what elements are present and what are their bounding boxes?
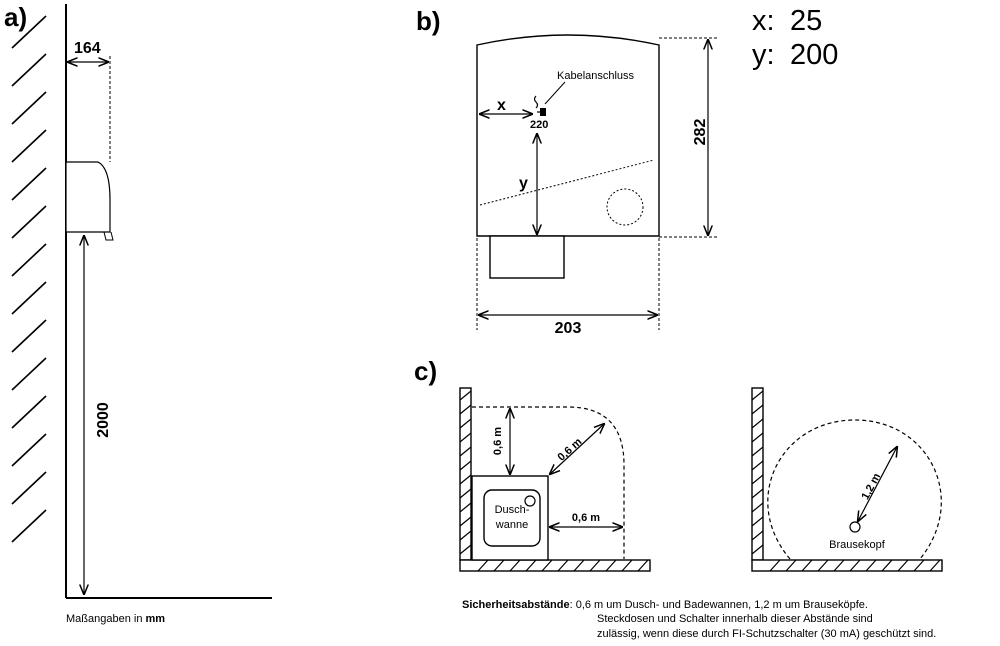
corner-wall-right (751, 387, 764, 561)
notes-line3: zulässig, wenn diese durch FI-Schutzscha… (597, 628, 936, 640)
dim-diag-arrow (550, 424, 604, 474)
safety-notes: Sicherheitsabstände: 0,6 m um Dusch- und… (462, 599, 936, 640)
dim-side-label: 0,6 m (572, 512, 600, 524)
mount-height-dim-label: 2000 (95, 402, 112, 438)
panel-c-label: c) (414, 356, 437, 386)
y-readout-label: y: (752, 39, 775, 71)
wall-hatch (11, 15, 47, 543)
safety-zone-06 (472, 406, 625, 559)
heater-front-view (476, 34, 660, 237)
units-note: Maßangaben in mm (66, 613, 165, 625)
dim-top-label: 0,6 m (492, 427, 504, 455)
dim-shower-arrow (858, 447, 897, 521)
shower-head-label: Brausekopf (829, 539, 886, 551)
notes-line1: Sicherheitsabstände: 0,6 m um Dusch- und… (462, 599, 868, 611)
tray-label-line1: Dusch- (495, 504, 530, 516)
cable-connection-label: Kabelanschluss (557, 70, 635, 82)
plug-icon (533, 95, 546, 116)
tray-label-line2: wanne (495, 519, 528, 531)
panel-a-label: a) (4, 2, 27, 32)
corner-wall-left (459, 387, 472, 561)
outlet-circle (606, 188, 644, 226)
dim-shower-label: 1,2 m (859, 471, 883, 502)
y-dim-label: y (519, 175, 528, 192)
x-readout-value: 25 (790, 5, 822, 37)
shower-head-scene: 1,2 m Brausekopf (751, 387, 943, 572)
panel-b-label: b) (416, 6, 441, 36)
y-readout-value: 200 (790, 39, 838, 71)
safety-zone-12 (767, 419, 942, 560)
shower-tray-scene: Dusch- wanne 0,6 m 0,6 m 0,6 m (459, 387, 651, 572)
panel-a: a) 164 2000 Maßangaben in mm (4, 2, 272, 625)
width-dim-label: 164 (74, 40, 101, 57)
corner-floor-right (751, 559, 943, 572)
heater-side-view (65, 161, 111, 233)
panel-b: b) Kabelanschluss 220 x y 282 203 x: 25 … (416, 5, 838, 337)
corner-floor (459, 559, 651, 572)
notes-line2: Steckdosen und Schalter innerhalb dieser… (597, 613, 873, 625)
x-dim-label: x (497, 97, 506, 114)
panel-c: c) (414, 356, 943, 572)
dim-diag-label: 0,6 m (556, 436, 585, 464)
height-dim-label: 282 (692, 119, 709, 146)
cable-leader-line (544, 81, 566, 105)
heater-bottom-box (489, 235, 565, 279)
voltage-label: 220 (530, 119, 548, 131)
x-readout-label: x: (752, 5, 775, 37)
shower-head-icon (849, 521, 861, 533)
width-dim-label: 203 (555, 320, 582, 337)
water-level-line (479, 159, 655, 206)
drain-icon (524, 495, 536, 507)
heater-bottom-lip (103, 231, 114, 241)
